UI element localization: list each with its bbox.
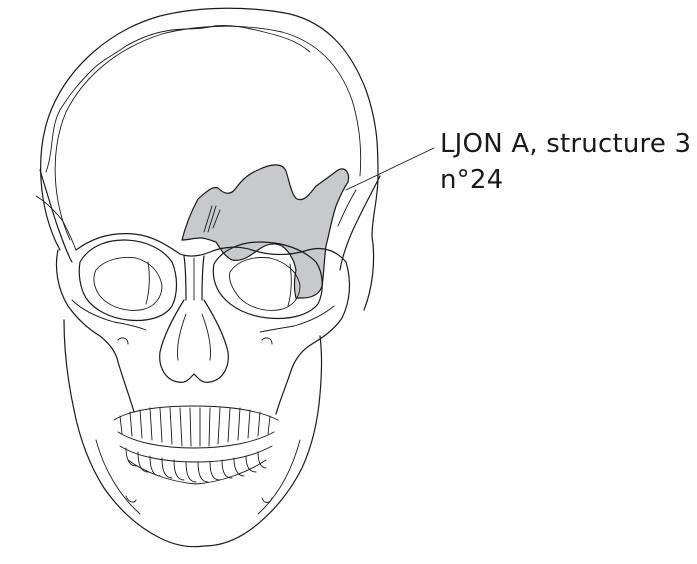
upper-teeth [114, 406, 278, 448]
annotation-line-2: n°24 [440, 165, 503, 195]
cranial-suture [46, 25, 310, 172]
mandible-inner [96, 440, 300, 514]
maxilla-left [118, 362, 134, 412]
orbit-left-detail [146, 262, 149, 304]
annotation-line-1: LJON A, structure 3 [440, 129, 691, 159]
nasal-aperture-inner [177, 314, 210, 360]
orbit-left-inner [94, 258, 162, 311]
cranium-outline [41, 8, 378, 310]
lower-teeth [120, 446, 272, 484]
foramen-right [262, 338, 272, 344]
mandible [64, 320, 322, 547]
maxilla-right [276, 368, 292, 414]
foramen-left [118, 338, 128, 344]
nasal-aperture [160, 300, 229, 382]
mental-foramen-right [262, 498, 272, 503]
orbit-right-detail [288, 264, 291, 306]
orbit-right-inner [229, 258, 300, 311]
highlighted-fragment [182, 165, 349, 298]
zygomatic-right-lower [260, 306, 334, 332]
leader-line [346, 148, 434, 190]
zygomatic-left [56, 250, 118, 362]
